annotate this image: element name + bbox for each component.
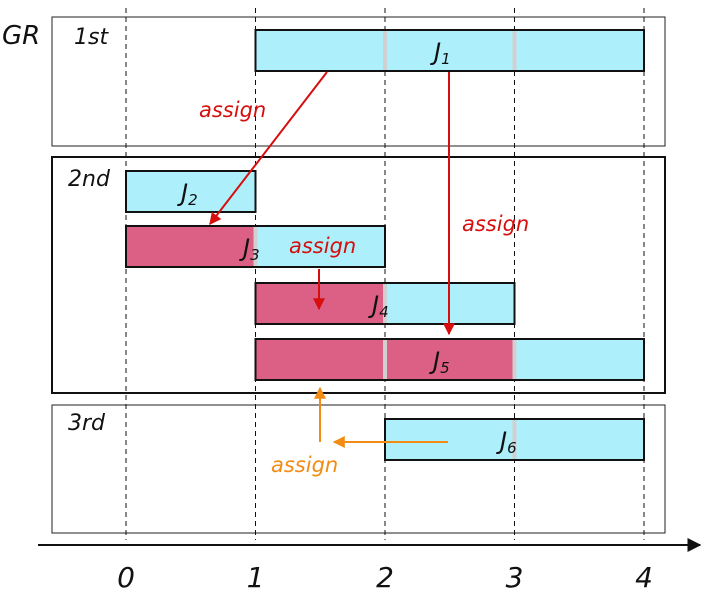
unit-separator [383,31,387,70]
unit-separator [253,227,258,266]
job-bar-j6: J6 [384,418,645,461]
group-label-3rd: 3rd [68,411,106,436]
group-label-1st: 1st [74,25,109,50]
tick-label-2: 2 [376,561,394,594]
job-label-j1: J1 [430,38,451,68]
unit-separator [512,340,517,379]
job-bar-j1: J1 [254,29,645,72]
gr-label: GR [2,21,40,51]
assigned-portion-j4 [255,283,385,324]
group-box-2nd [51,156,666,394]
tick-label-1: 1 [247,561,265,594]
job-bar-j3: J3 [125,225,386,268]
job-label-j3: J3 [239,234,260,264]
job-label-j5: J5 [429,347,450,377]
assignment-arrows: assign assign assign assign [199,71,529,477]
job-bar-j5: J5 [254,338,645,381]
job-fill-j1 [255,30,644,71]
job-outline-j6 [384,418,645,461]
unit-separator [383,284,387,323]
group-box-3rd [51,404,666,534]
axis-tick-labels: 0 1 2 3 4 [117,561,653,594]
group-box-1st [51,16,666,147]
assign-label-j6-j5: assign [271,453,338,477]
job-outline-j3 [125,225,386,268]
tick-label-0: 0 [117,561,135,594]
assigned-portion-j3 [126,226,256,267]
group-label-2nd: 2nd [68,167,111,192]
job-label-j6: J6 [496,427,517,457]
assign-label-j3-j4: assign [289,234,356,258]
job-outline-j2 [125,170,257,213]
assign-arrow-j1-j3 [209,71,328,225]
unit-separator [383,340,387,379]
job-outline-j4 [254,282,516,325]
job-outline-j1 [254,29,645,72]
tick-label-3: 3 [506,561,524,594]
job-bar-j4: J4 [254,282,516,325]
unit-separator [512,31,517,70]
job-label-j2: J2 [177,179,198,209]
assign-label-j1-j5: assign [462,212,529,236]
job-outline-j5 [254,338,645,381]
assign-label-j1-j3: assign [199,98,266,122]
tick-label-4: 4 [635,561,653,594]
unit-separator [512,420,517,459]
job-label-j4: J4 [368,291,389,321]
